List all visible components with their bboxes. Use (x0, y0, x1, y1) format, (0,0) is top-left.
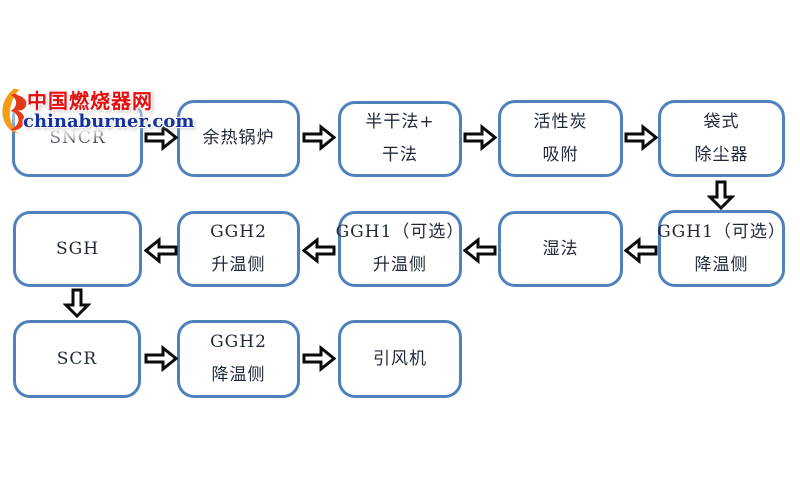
node-label: 干法 (382, 145, 418, 165)
node-ggh1-heating: GGH1（可选） 升温侧 (335, 211, 465, 287)
node-label: 吸附 (542, 144, 579, 165)
node-semi-dry-dry: 半干法+ 干法 (338, 101, 462, 177)
node-bag-filter: 袋式 除尘器 (658, 100, 785, 177)
flow-arrow-right-icon (144, 345, 178, 372)
node-ggh1-cooling: GGH1（可选） 降温侧 (657, 210, 786, 287)
node-label: 半干法+ (365, 112, 435, 132)
node-waste-heat-boiler: 余热锅炉 (177, 100, 300, 177)
watermark-site-name: 中国燃烧器网 (27, 89, 153, 113)
flow-arrow-down-icon (63, 288, 91, 318)
node-label: 升温侧 (373, 255, 427, 275)
flow-arrow-left-icon (463, 237, 497, 264)
flow-arrow-right-icon (624, 124, 658, 151)
node-label: GGH1（可选） (335, 222, 465, 242)
watermark-site-domain: chinaburner.com (23, 111, 195, 132)
flow-arrow-left-icon (144, 237, 178, 264)
node-label: 活性炭 (533, 111, 588, 132)
flow-arrow-down-icon (707, 180, 735, 210)
node-ggh2-heating: GGH2 升温侧 (177, 211, 300, 287)
node-ggh2-cooling: GGH2 降温侧 (177, 320, 300, 398)
node-label: 降温侧 (694, 254, 749, 275)
watermark: 中国燃烧器网 chinaburner.com (0, 78, 194, 144)
flow-arrow-right-icon (302, 124, 336, 151)
node-label: GGH1（可选） (657, 221, 786, 242)
node-label: 降温侧 (211, 365, 266, 385)
node-label: 袋式 (703, 111, 740, 132)
node-wet-method: 湿法 (498, 211, 623, 287)
flow-arrow-left-icon (624, 237, 658, 264)
node-label: GGH2 (210, 222, 267, 242)
node-activated-carbon: 活性炭 吸附 (498, 100, 623, 177)
flow-arrow-right-icon (302, 345, 336, 372)
node-label: 余热锅炉 (202, 128, 275, 148)
flow-arrow-right-icon (463, 124, 497, 151)
node-induced-draft-fan: 引风机 (338, 320, 462, 398)
node-label: SCR (56, 348, 98, 369)
node-scr: SCR (13, 320, 141, 398)
node-label: GGH2 (210, 332, 267, 352)
node-label: 引风机 (373, 348, 427, 369)
node-label: SGH (55, 238, 100, 259)
flow-arrow-left-icon (302, 237, 336, 264)
node-sgh: SGH (13, 211, 142, 287)
node-label: 除尘器 (694, 144, 749, 165)
node-label: 升温侧 (211, 255, 266, 275)
node-label: 湿法 (542, 238, 579, 259)
flame-logo-icon (2, 88, 27, 134)
